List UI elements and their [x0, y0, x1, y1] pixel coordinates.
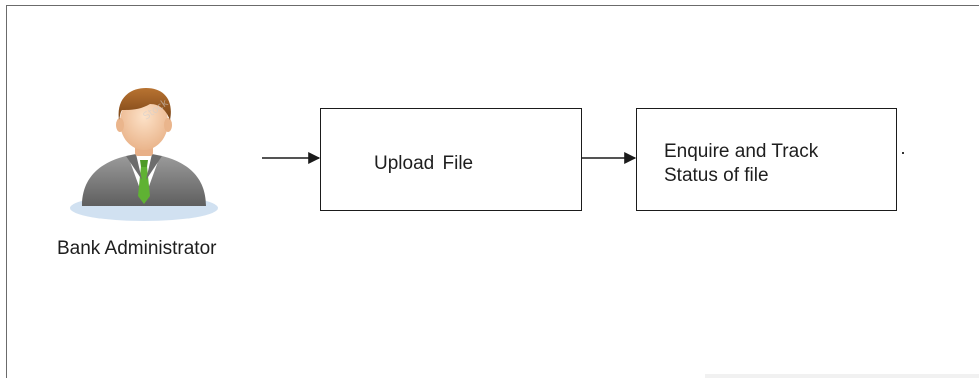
- actor-label: Bank Administrator: [57, 238, 217, 259]
- bank-administrator-icon: Stock: [70, 88, 218, 221]
- step-enquire-track-label: Enquire and Track Status of file: [664, 140, 818, 188]
- step-enquire-track-line-1: Enquire and Track: [664, 141, 819, 162]
- diagram-frame: [6, 5, 979, 378]
- step-upload-file: Upload File: [320, 108, 582, 211]
- step-enquire-track-status: Enquire and Track Status of file: [636, 108, 897, 211]
- step-enquire-track-line-2: Status of file: [664, 165, 769, 186]
- footer-strip: [705, 374, 979, 378]
- step-upload-file-label: Upload File: [374, 153, 474, 174]
- stray-dot: [902, 152, 904, 154]
